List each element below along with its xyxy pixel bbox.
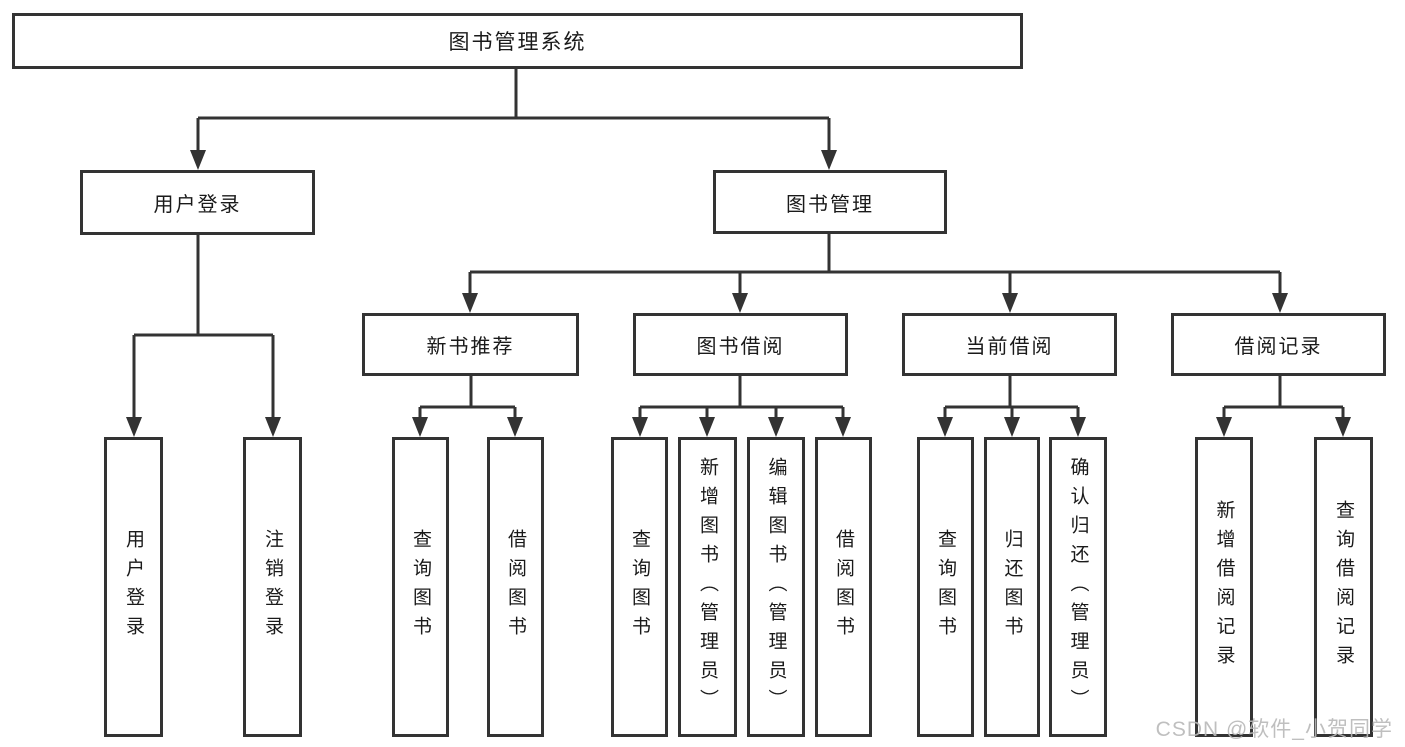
leaf-br-query-record: 查询借阅记录 <box>1314 437 1373 737</box>
arrow-icon <box>412 417 428 437</box>
connector-current <box>943 376 1080 423</box>
arrow-icon <box>265 417 281 437</box>
node-borrow-records-label: 借阅记录 <box>1234 336 1323 358</box>
leaf-bb-add-book-admin-label: 新增图书（管理员） <box>697 456 718 718</box>
leaf-bb-edit-book-admin: 编辑图书（管理员） <box>747 437 805 737</box>
arrow-icon <box>462 293 478 313</box>
arrow-icon <box>1070 417 1086 437</box>
csdn-watermark: CSDN @软件_小贺同学 <box>1155 718 1393 741</box>
leaf-bb-borrow-book: 借阅图书 <box>815 437 872 737</box>
leaf-bb-borrow-book-label: 借阅图书 <box>833 529 854 645</box>
connector-book-management <box>468 234 1282 299</box>
node-new-book-recommend-label: 新书推荐 <box>426 336 515 358</box>
node-root-label: 图书管理系统 <box>448 31 587 54</box>
arrow-icon <box>1335 417 1351 437</box>
leaf-cb-return-book-label: 归还图书 <box>1001 529 1023 645</box>
leaf-user-login: 用户登录 <box>104 437 163 737</box>
leaf-rec-query-book-label: 查询图书 <box>410 529 431 645</box>
node-user-login: 用户登录 <box>80 170 315 235</box>
connector-borrow <box>638 376 845 423</box>
arrow-icon <box>732 293 748 313</box>
arrow-icon <box>507 417 523 437</box>
leaf-br-add-record: 新增借阅记录 <box>1195 437 1253 737</box>
leaf-cb-confirm-return-admin: 确认归还（管理员） <box>1049 437 1107 737</box>
leaf-cb-return-book: 归还图书 <box>984 437 1040 737</box>
arrowheads <box>126 150 1351 437</box>
node-user-login-label: 用户登录 <box>153 194 242 216</box>
connector-records <box>1222 376 1345 423</box>
leaf-cb-query-book: 查询图书 <box>917 437 974 737</box>
node-current-borrow: 当前借阅 <box>902 313 1117 376</box>
leaf-user-login-label: 用户登录 <box>123 529 144 645</box>
leaf-bb-query-book-label: 查询图书 <box>629 529 650 645</box>
connector-root <box>196 69 831 156</box>
node-book-management: 图书管理 <box>713 170 947 234</box>
leaf-logout: 注销登录 <box>243 437 302 737</box>
leaf-br-add-record-label: 新增借阅记录 <box>1213 500 1235 674</box>
arrow-icon <box>768 417 784 437</box>
leaf-bb-add-book-admin: 新增图书（管理员） <box>678 437 737 737</box>
connector-user-login <box>132 235 275 423</box>
leaf-rec-query-book: 查询图书 <box>392 437 449 737</box>
leaf-cb-confirm-return-admin-label: 确认归还（管理员） <box>1067 456 1089 718</box>
leaf-bb-query-book: 查询图书 <box>611 437 668 737</box>
leaf-cb-query-book-label: 查询图书 <box>935 529 956 645</box>
node-book-management-label: 图书管理 <box>786 193 874 216</box>
leaf-rec-borrow-book: 借阅图书 <box>487 437 544 737</box>
leaf-br-query-record-label: 查询借阅记录 <box>1333 500 1354 674</box>
node-book-borrow: 图书借阅 <box>633 313 848 376</box>
arrow-icon <box>699 417 715 437</box>
arrow-icon <box>190 150 206 170</box>
leaf-logout-label: 注销登录 <box>262 529 283 645</box>
arrow-icon <box>821 150 837 170</box>
node-current-borrow-label: 当前借阅 <box>965 336 1054 358</box>
node-root: 图书管理系统 <box>12 13 1023 69</box>
arrow-icon <box>1004 417 1020 437</box>
node-borrow-records: 借阅记录 <box>1171 313 1386 376</box>
arrow-icon <box>937 417 953 437</box>
node-new-book-recommend: 新书推荐 <box>362 313 579 376</box>
leaf-bb-edit-book-admin-label: 编辑图书（管理员） <box>765 456 787 718</box>
arrow-icon <box>632 417 648 437</box>
arrow-icon <box>835 417 851 437</box>
connector-new-book <box>418 376 517 423</box>
node-book-borrow-label: 图书借阅 <box>696 336 785 358</box>
arrow-icon <box>1216 417 1232 437</box>
arrow-icon <box>1002 293 1018 313</box>
arrow-icon <box>126 417 142 437</box>
leaf-rec-borrow-book-label: 借阅图书 <box>505 529 526 645</box>
arrow-icon <box>1272 293 1288 313</box>
